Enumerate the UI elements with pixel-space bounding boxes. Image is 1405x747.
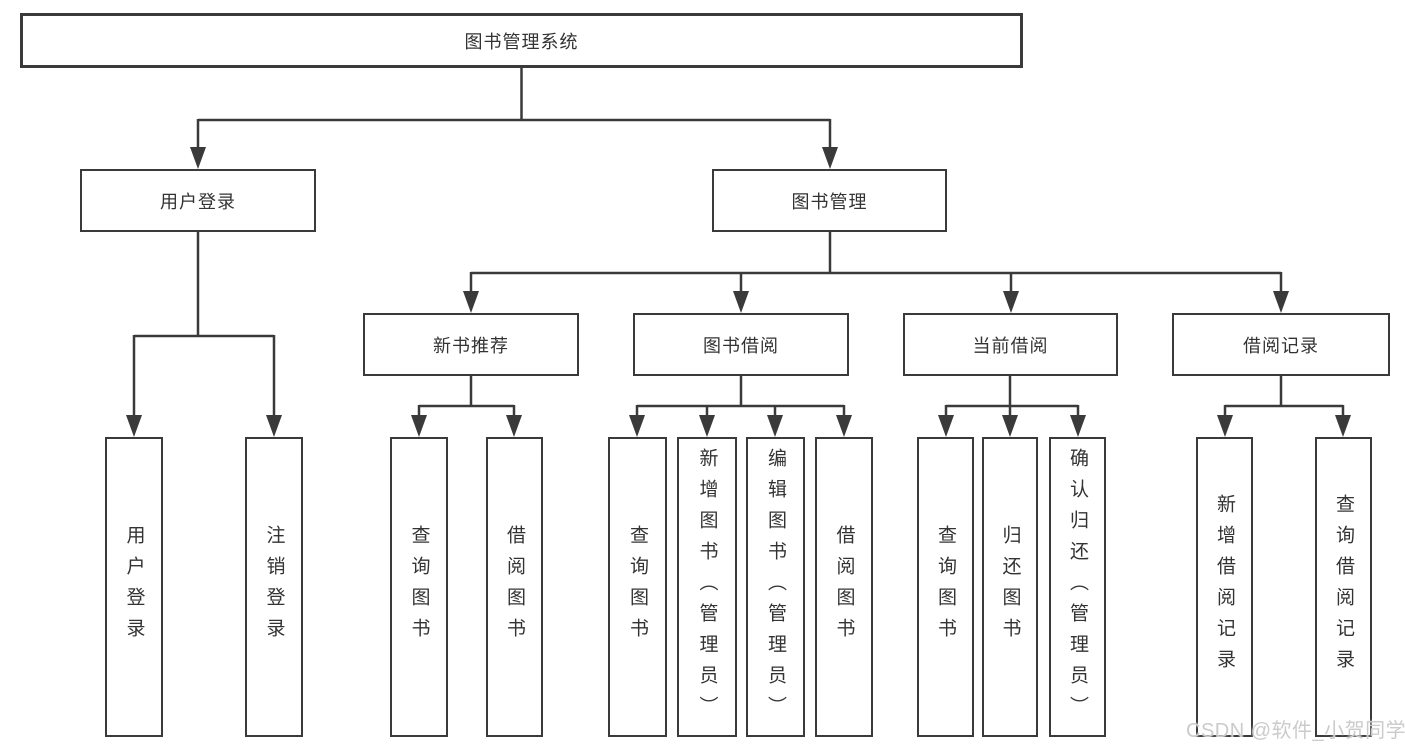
- leaf-return-books: 归还图书: [982, 437, 1038, 737]
- leaf-user-login: 用户登录: [105, 437, 163, 737]
- node-current-borrowing: 当前借阅: [903, 313, 1118, 376]
- node-label: 图书管理系统: [464, 31, 579, 52]
- leaf-edit-books-admin: 编辑图书（管理员）: [746, 437, 805, 737]
- leaf-query-borrow-record: 查询借阅记录: [1315, 437, 1372, 737]
- node-book-management-system: 图书管理系统: [20, 13, 1023, 68]
- leaf-label: 新增图书（管理员）: [696, 447, 718, 727]
- leaf-label: 查询借阅记录: [1333, 494, 1354, 680]
- node-label: 当前借阅: [972, 335, 1049, 356]
- leaf-label: 用户登录: [123, 525, 145, 649]
- node-new-book-recommendation: 新书推荐: [363, 313, 579, 376]
- node-borrowing-records: 借阅记录: [1172, 313, 1390, 376]
- leaf-label: 查询图书: [408, 525, 430, 649]
- leaf-label: 借阅图书: [504, 525, 525, 649]
- node-label: 图书借阅: [703, 335, 779, 356]
- node-label: 图书管理: [791, 191, 868, 212]
- leaf-label: 确认归还（管理员）: [1067, 447, 1088, 727]
- leaf-query-books-borrow: 查询图书: [608, 437, 667, 737]
- node-label: 新书推荐: [433, 335, 509, 356]
- arrowheads: [126, 147, 1351, 437]
- leaf-query-books-current: 查询图书: [917, 437, 974, 737]
- leaf-label: 新增借阅记录: [1214, 494, 1235, 680]
- leaf-label: 归还图书: [999, 525, 1021, 649]
- leaf-label: 编辑图书（管理员）: [765, 447, 786, 727]
- node-label: 借阅记录: [1243, 335, 1319, 356]
- node-user-login: 用户登录: [80, 169, 316, 232]
- leaf-label: 注销登录: [263, 525, 285, 649]
- node-book-borrowing: 图书借阅: [633, 313, 849, 376]
- csdn-watermark: CSDN @软件_小贺同学: [1186, 720, 1405, 742]
- leaf-confirm-return-admin: 确认归还（管理员）: [1049, 437, 1106, 737]
- leaf-add-borrow-record: 新增借阅记录: [1196, 437, 1253, 737]
- node-book-management: 图书管理: [712, 169, 947, 232]
- leaf-label: 查询图书: [627, 525, 648, 649]
- leaf-label: 借阅图书: [833, 525, 855, 649]
- leaf-query-books-recommend: 查询图书: [390, 437, 448, 737]
- leaf-add-books-admin: 新增图书（管理员）: [677, 437, 737, 737]
- leaf-borrow-books-recommend: 借阅图书: [486, 437, 543, 737]
- node-label: 用户登录: [160, 191, 236, 212]
- leaf-label: 查询图书: [935, 525, 956, 649]
- leaf-logout: 注销登录: [245, 437, 303, 737]
- leaf-borrow-books: 借阅图书: [815, 437, 873, 737]
